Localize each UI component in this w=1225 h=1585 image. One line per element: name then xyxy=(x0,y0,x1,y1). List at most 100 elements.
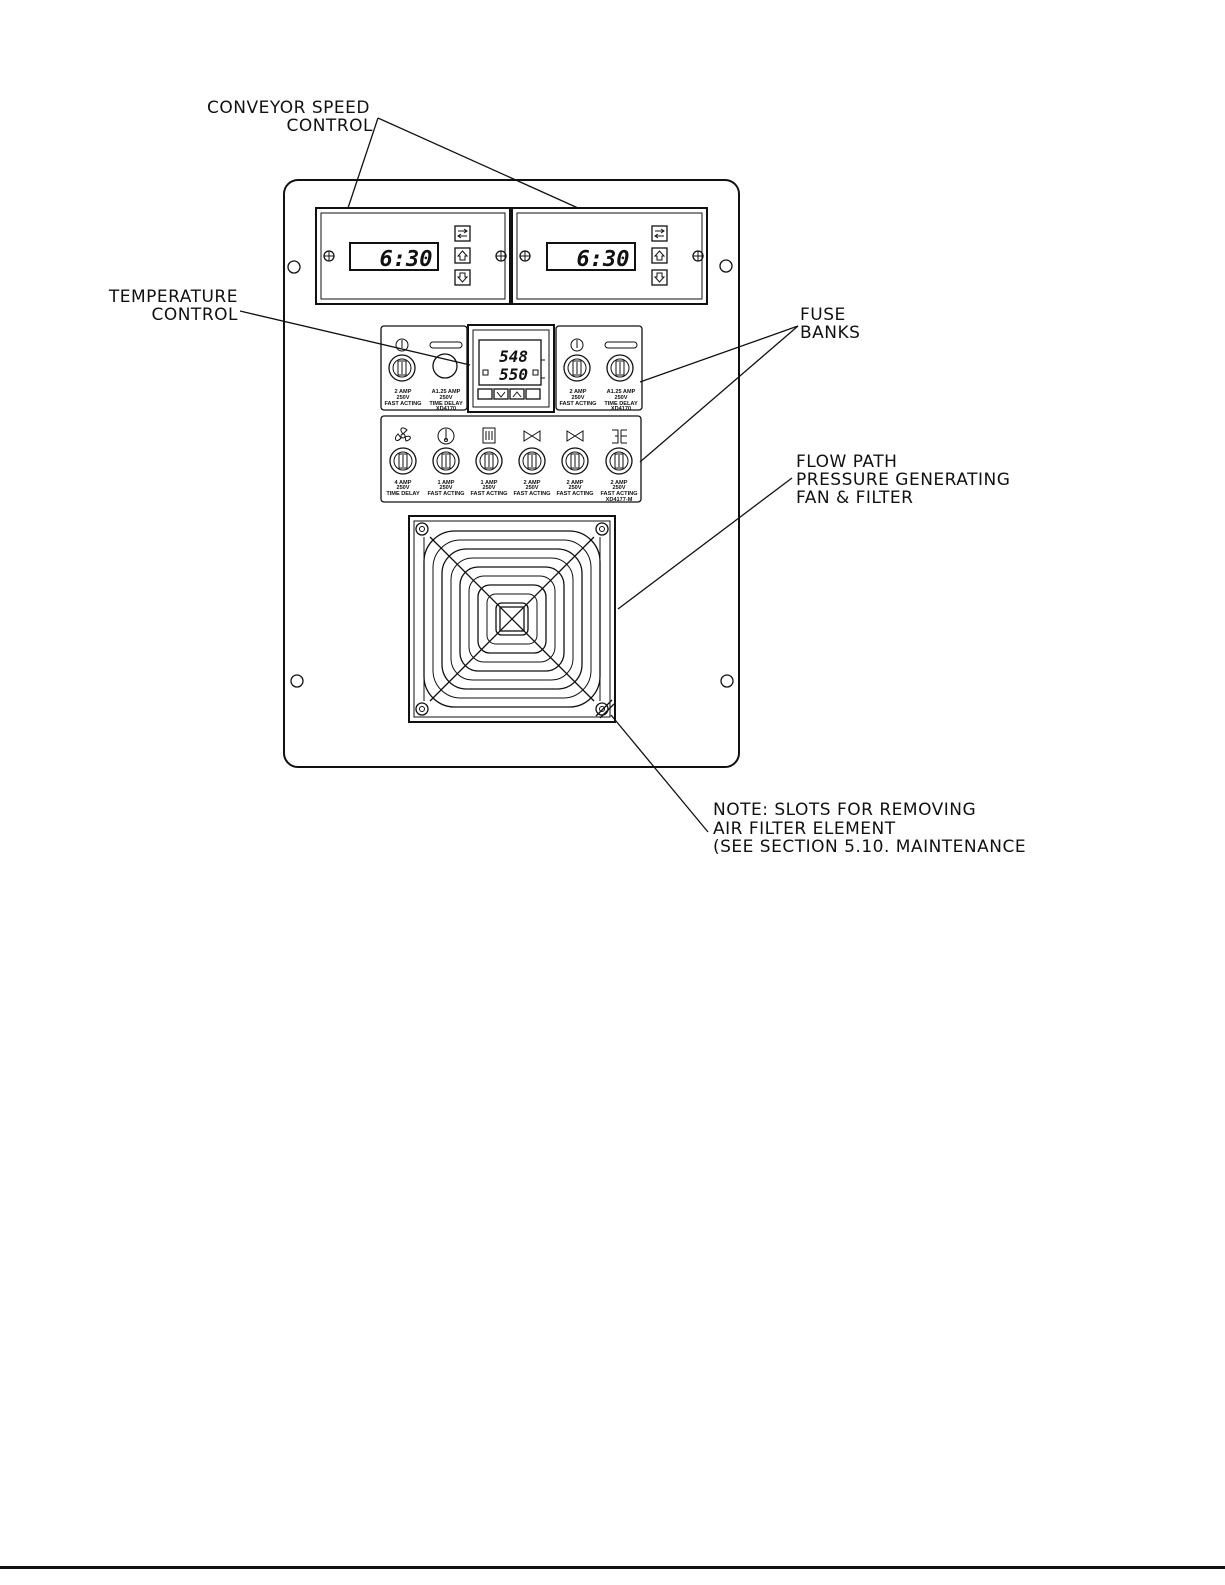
heater-element-icon xyxy=(429,341,463,349)
fuse-holder-icon[interactable] xyxy=(606,354,634,382)
screw-icon xyxy=(495,250,507,262)
leader-lines xyxy=(239,117,799,833)
conveyor-display-value-right: 6:30 xyxy=(577,247,630,272)
filter-removal-slot[interactable] xyxy=(595,699,615,719)
callout-flow-line-1: FLOW PATH xyxy=(796,452,897,472)
fuse-holder-icon[interactable] xyxy=(561,447,589,475)
grille-ring xyxy=(450,557,574,681)
fuse-bank-lower: 4 AMP 250V TIME DELAY 1 AMP 250V FAST AC… xyxy=(380,415,642,503)
fuse-holder-icon[interactable] xyxy=(563,354,591,382)
grille-ring xyxy=(486,593,538,645)
valve-icon xyxy=(523,430,541,442)
fuse-rating-amp: 2 AMP xyxy=(567,480,584,486)
thermometer-icon xyxy=(570,338,584,352)
fuse-holder-icon[interactable] xyxy=(518,447,546,475)
temp-button-4[interactable] xyxy=(525,388,541,400)
fuse-rating-type: FAST ACTING xyxy=(384,401,421,407)
fuse-holder-icon[interactable] xyxy=(432,447,460,475)
valve-icon xyxy=(566,430,584,442)
thermometer-icon xyxy=(437,427,455,445)
temp-button-3[interactable] xyxy=(509,388,525,400)
corner-screw-icon xyxy=(595,702,609,716)
fuse-rating-type: FAST ACTING xyxy=(470,491,507,497)
temperature-controller: 548 550 xyxy=(467,324,555,413)
conveyor-speed-controller-left: 6:30 xyxy=(315,207,511,305)
corner-screw-icon xyxy=(415,702,429,716)
fuse-rating-volt: 250V xyxy=(396,485,409,491)
fuse-rating-volt: 250V xyxy=(439,485,452,491)
fuse-rating-volt: 250V xyxy=(439,395,452,401)
fuse-rating-amp: 2 AMP xyxy=(570,389,587,395)
mode-button[interactable] xyxy=(454,225,471,242)
grille-ring xyxy=(477,584,547,654)
screw-icon xyxy=(519,250,531,262)
fuse-rating-volt: 250V xyxy=(568,485,581,491)
fuse-rating-amp: 1 AMP xyxy=(438,480,455,486)
down-button[interactable] xyxy=(651,269,668,286)
motor-icon xyxy=(612,429,627,444)
callout-temperature-control: TEMPERATURE CONTROL xyxy=(108,287,238,325)
fuse-rating-volt: 250V xyxy=(396,395,409,401)
fuse-bank-part-number: XD4170 xyxy=(436,406,456,412)
arrow-up-icon xyxy=(653,250,666,261)
fuse-rating-type: FAST ACTING xyxy=(600,491,637,497)
up-button[interactable] xyxy=(454,247,471,264)
mounting-holes xyxy=(287,259,734,688)
arrow-down-icon xyxy=(653,272,666,283)
temperature-display xyxy=(478,339,542,386)
temperature-sv: 550 xyxy=(499,365,528,384)
fuse-rating-amp: 2 AMP xyxy=(395,389,412,395)
fuse-rating-type: TIME DELAY xyxy=(604,401,638,407)
callout-temperature-line-2: CONTROL xyxy=(151,305,238,325)
fan-icon xyxy=(394,427,411,442)
fuse-holder-icon[interactable] xyxy=(605,447,633,475)
callout-conveyor-line-2: CONTROL xyxy=(286,116,373,136)
mode-button[interactable] xyxy=(651,225,668,242)
callout-note-line-3: (SEE SECTION 5.10. MAINTENANCE xyxy=(713,837,1026,857)
fuse-rating-volt: 250V xyxy=(612,485,625,491)
fuse-rating-type: TIME DELAY xyxy=(429,401,463,407)
temp-button-1[interactable] xyxy=(477,388,493,400)
arrow-down-icon xyxy=(456,272,469,283)
fuse-bank-part-number: XD4177-M xyxy=(606,497,633,503)
fuse-holder-icon[interactable] xyxy=(432,353,458,379)
arrow-up-icon xyxy=(456,250,469,261)
fuse-rating-type: FAST ACTING xyxy=(427,491,464,497)
callout-filter-note: NOTE: SLOTS FOR REMOVING AIR FILTER ELEM… xyxy=(713,800,1026,857)
screw-icon xyxy=(692,250,704,262)
conveyor-speed-controller-right: 6:30 xyxy=(511,207,708,305)
corner-screw-icon xyxy=(415,522,429,536)
fuse-holder-icon[interactable] xyxy=(389,447,417,475)
up-button[interactable] xyxy=(651,247,668,264)
fuse-rating-type: FAST ACTING xyxy=(513,491,550,497)
grille-ring xyxy=(441,548,583,690)
callout-temperature-line-1: TEMPERATURE xyxy=(108,287,238,307)
callout-fuse-banks: FUSE BANKS xyxy=(800,305,860,343)
grille-ring xyxy=(468,575,556,663)
fuse-rating-amp: 1 AMP xyxy=(481,480,498,486)
fuse-holder-icon[interactable] xyxy=(475,447,503,475)
fuse-rating-type: FAST ACTING xyxy=(559,401,596,407)
callout-fuse-line-2: BANKS xyxy=(800,323,860,343)
mode-toggle-icon xyxy=(654,228,665,239)
fuse-bank-part-number: XD4170 xyxy=(611,406,631,412)
callout-conveyor-line-1: CONVEYOR SPEED xyxy=(207,98,370,118)
fuse-rating-amp: A1.25 AMP xyxy=(607,389,636,395)
callout-fuse-line-1: FUSE xyxy=(800,305,846,325)
fuse-holder-icon[interactable] xyxy=(388,354,416,382)
fuse-bank-right: 2 AMP 250V FAST ACTING A1.25 AMP 250V TI… xyxy=(555,325,643,412)
temp-button-2[interactable] xyxy=(493,388,509,400)
fuse-rating-volt: 250V xyxy=(571,395,584,401)
fuse-bank-left: 2 AMP 250V FAST ACTING A1.25 AMP 250V TI… xyxy=(380,325,468,412)
corner-screw-icon xyxy=(595,522,609,536)
thermometer-icon xyxy=(395,338,409,352)
callout-flow-line-3: FAN & FILTER xyxy=(796,488,914,508)
fan-filter-grille xyxy=(408,515,616,723)
fuse-rating-volt: 250V xyxy=(482,485,495,491)
grille-ring xyxy=(495,602,529,636)
conveyor-display-right xyxy=(546,242,636,271)
fuse-rating-amp: 4 AMP xyxy=(395,480,412,486)
conveyor-display-value-left: 6:30 xyxy=(380,247,433,272)
down-button[interactable] xyxy=(454,269,471,286)
fuse-rating-amp: 2 AMP xyxy=(611,480,628,486)
